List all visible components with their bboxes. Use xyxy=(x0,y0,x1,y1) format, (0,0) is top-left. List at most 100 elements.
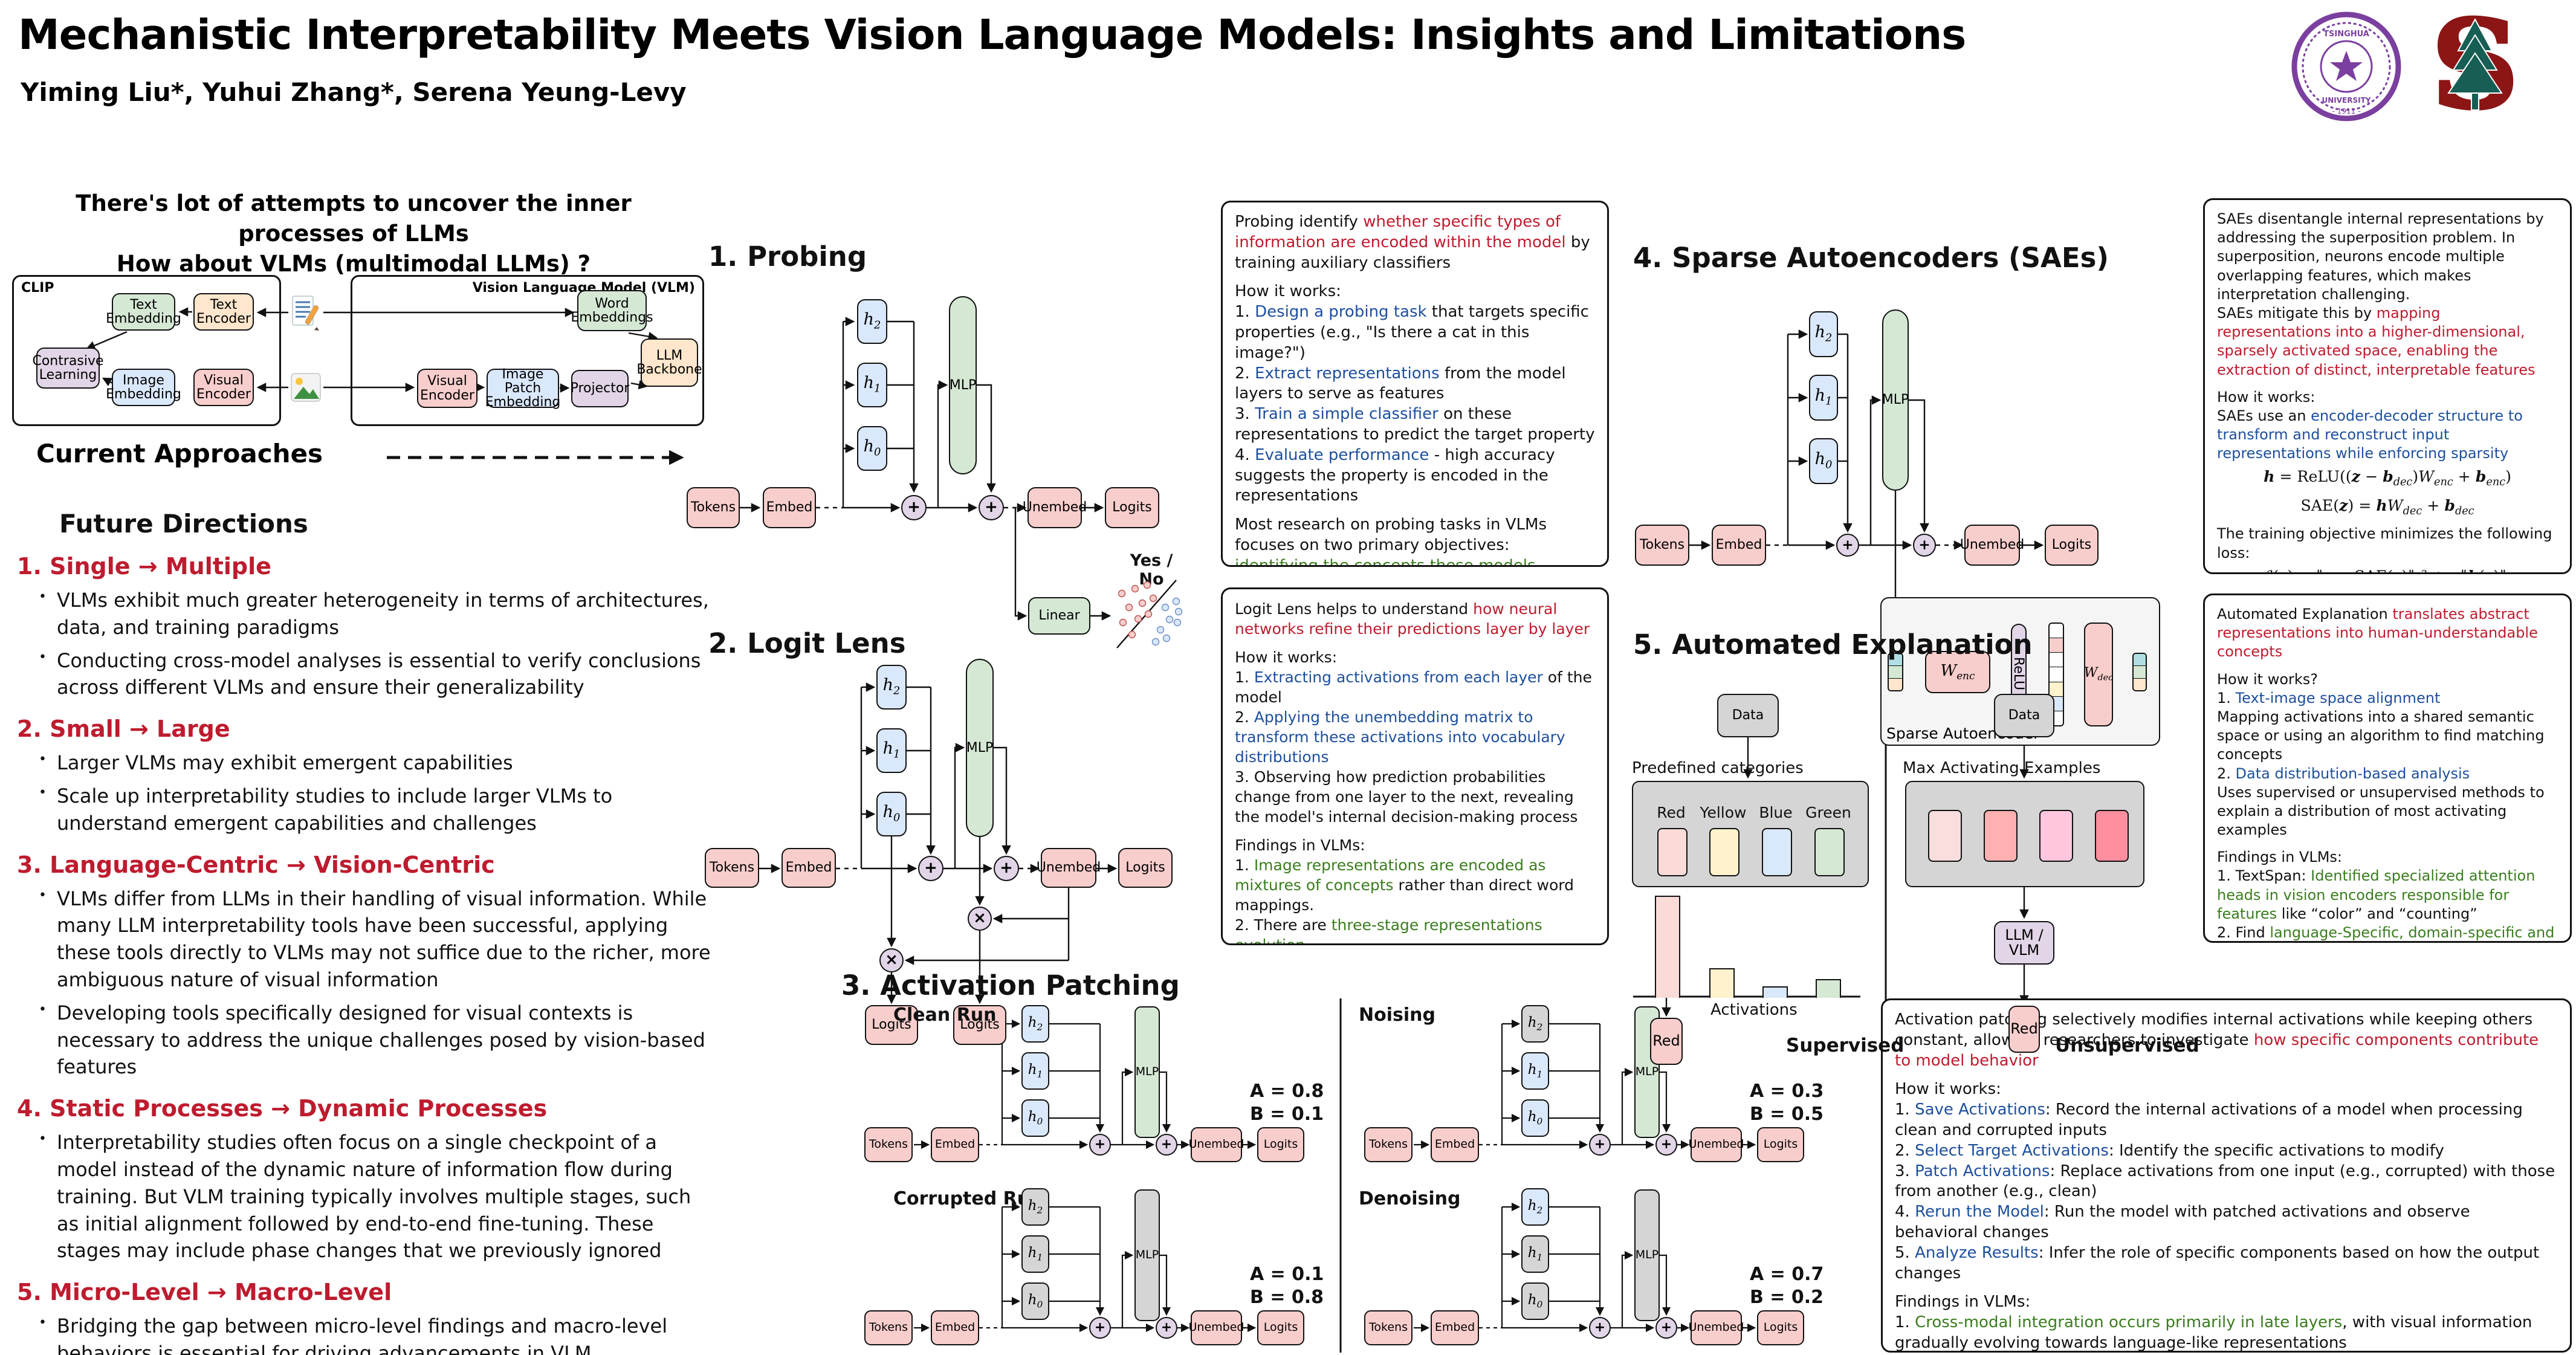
probing-add-2: + xyxy=(979,495,1004,520)
logitlens-findings: Findings in VLMs: 1. Image representatio… xyxy=(1235,836,1574,945)
auto-data-right-box: Data xyxy=(1994,694,2054,737)
actpatch-intro: Activation patching selectively modifies… xyxy=(1895,1011,2544,1070)
activation-bar-yellow xyxy=(1709,968,1735,998)
corrupted-prob-b: B = 0.8 xyxy=(1250,1287,1324,1308)
logitlens-tokens-box: Tokens xyxy=(705,848,759,888)
future-item-2-bullet-1: Larger VLMs may exhibit emergent capabil… xyxy=(39,749,712,777)
auto-data-left-box: Data xyxy=(1717,694,1779,737)
current-approaches-label: Current Approaches xyxy=(36,439,323,468)
llm-vlm-box: LLM / VLM xyxy=(1994,921,2054,965)
probing-h0-box: h0 xyxy=(857,426,887,471)
probing-logits-box: Logits xyxy=(1105,487,1159,528)
vlm-llm-backbone-box: LLM Backbone xyxy=(636,338,702,387)
supervised-label: Supervised xyxy=(1786,1035,1904,1056)
actpatch-findings: Findings in VLMs: 1. Cross-modal integra… xyxy=(1895,1293,2532,1352)
clean-logits-box: Logits xyxy=(1257,1127,1304,1162)
clean-unembed-box: Unembed xyxy=(1189,1127,1244,1162)
logitlens-logits-early-box: Logits xyxy=(865,1005,918,1045)
noising-h1-box: h1 xyxy=(1521,1052,1549,1090)
sae-w-enc-box: Wenc xyxy=(1925,651,1990,693)
unsupervised-label: Unsupervised xyxy=(2055,1035,2199,1056)
denoising-h2-box: h2 xyxy=(1521,1188,1549,1226)
corrupted-prob-a: A = 0.1 xyxy=(1250,1264,1324,1285)
sae-input-vector xyxy=(1888,653,1903,691)
vlm-visual-encoder-box: Visual Encoder xyxy=(417,369,477,408)
sae-add-2: + xyxy=(1913,534,1936,557)
clip-vlm-arrows xyxy=(85,307,658,393)
future-item-5-title: 5. Micro-Level → Macro-Level xyxy=(17,1279,392,1306)
probing-unembed-box: Unembed xyxy=(1023,487,1087,528)
sae-output-vector xyxy=(2132,653,2147,691)
auto-intro: Automated Explanation translates abstrac… xyxy=(2217,606,2543,661)
logitlens-h0-box: h0 xyxy=(876,792,907,836)
sae-explanation-box: SAEs disentangle internal representation… xyxy=(2203,198,2572,574)
cat-yellow-label: Yellow xyxy=(1700,804,1747,821)
section-title-probing: 1. Probing xyxy=(708,241,867,273)
probing-tokens-box: Tokens xyxy=(687,487,740,528)
noising-logits-box: Logits xyxy=(1757,1127,1804,1162)
future-directions: Future Directions 1. Single → Multiple V… xyxy=(17,509,712,1355)
section-title-sae: 4. Sparse Autoencoders (SAEs) xyxy=(1633,242,2109,274)
probing-yes-no-label: Yes / No xyxy=(1130,551,1173,589)
clean-embed-box: Embed xyxy=(931,1127,979,1162)
sae-h1-box: h1 xyxy=(1809,375,1838,421)
cat-green-label: Green xyxy=(1805,804,1851,821)
logitlens-multiply-2: × xyxy=(879,948,904,972)
cat-blue-swatch xyxy=(1762,828,1792,876)
future-item-4-title: 4. Static Processes → Dynamic Processes xyxy=(17,1095,548,1122)
corrupted-add-2: + xyxy=(1156,1317,1177,1339)
clean-h2-box: h2 xyxy=(1021,1005,1049,1043)
logitlens-add-2: + xyxy=(994,856,1019,881)
vlm-image-patch-embedding-box: Image Patch Embedding xyxy=(485,366,561,410)
patch-denoising-lines xyxy=(1414,1202,1756,1333)
denoising-prob-b: B = 0.2 xyxy=(1750,1287,1824,1308)
logitlens-unembed-box: Unembed xyxy=(1037,848,1101,888)
auto-red-output-right: Red xyxy=(2008,1006,2040,1053)
cat-yellow-swatch xyxy=(1709,828,1739,876)
noising-embed-box: Embed xyxy=(1431,1127,1479,1162)
logitlens-logits-mid-box: Logits xyxy=(953,1005,1006,1045)
future-item-3-bullet-1: VLMs differ from LLMs in their handling … xyxy=(39,885,712,994)
probing-h2-box: h2 xyxy=(857,299,887,344)
noising-add-1: + xyxy=(1589,1134,1611,1156)
intro-line-2: How about VLMs (multimodal LLMs) ? xyxy=(116,250,591,277)
probing-explanation-box: Probing identify whether specific types … xyxy=(1221,201,1609,567)
cat-red-swatch xyxy=(1657,828,1688,876)
noising-h0-box: h0 xyxy=(1521,1099,1549,1137)
denoising-mlp-capsule: MLP xyxy=(1634,1189,1660,1321)
sae-logits-box: Logits xyxy=(2045,525,2099,566)
sae-how-it-works: How it works: SAEs use an encoder-decode… xyxy=(2217,388,2528,462)
noising-prob-a: A = 0.3 xyxy=(1750,1081,1824,1102)
denoising-h0-box: h0 xyxy=(1521,1282,1549,1320)
probing-linear-box: Linear xyxy=(1028,597,1090,635)
cat-red-label: Red xyxy=(1657,804,1686,821)
sae-w-dec-box: Wdec xyxy=(2084,623,2113,726)
cat-green-swatch xyxy=(1814,828,1845,876)
tsinghua-seal-icon: TSINGHUA UNIVERSITY - 1911 - xyxy=(2291,11,2401,121)
clean-prob-a: A = 0.8 xyxy=(1250,1081,1324,1102)
auto-explanation-box: Automated Explanation translates abstrac… xyxy=(2203,593,2572,943)
svg-text:TSINGHUA: TSINGHUA xyxy=(2323,30,2369,39)
activation-bar-green xyxy=(1816,979,1841,998)
max-activating-examples-label: Max Activating Examples xyxy=(1903,759,2101,777)
clean-run-label: Clean Run xyxy=(893,1004,997,1026)
clean-h1-box: h1 xyxy=(1021,1052,1049,1090)
clean-tokens-box: Tokens xyxy=(864,1127,913,1162)
clip-image-embedding-box: Image Embedding xyxy=(106,369,181,406)
actpatch-how-it-works: How it works: 1. Save Activations: Recor… xyxy=(1895,1080,2555,1282)
logitlens-h1-box: h1 xyxy=(876,728,907,773)
future-item-1-bullet-2: Conducting cross-model analyses is essen… xyxy=(39,647,712,702)
sae-intro: SAEs disentangle internal representation… xyxy=(2217,210,2544,378)
clean-add-1: + xyxy=(1089,1134,1111,1156)
future-item-1-bullet-1: VLMs exhibit much greater heterogeneity … xyxy=(39,587,712,641)
clean-prob-b: B = 0.1 xyxy=(1250,1104,1324,1125)
future-item-4-bullet-1: Interpretability studies often focus on … xyxy=(39,1129,712,1264)
denoising-tokens-box: Tokens xyxy=(1364,1310,1413,1345)
logitlens-multiply-1: × xyxy=(968,907,992,931)
probing-lines xyxy=(740,317,1112,621)
predefined-categories-label: Predefined categories xyxy=(1632,759,1804,777)
svg-text:UNIVERSITY: UNIVERSITY xyxy=(2322,96,2371,105)
corrupted-mlp-capsule: MLP xyxy=(1134,1189,1160,1321)
image-icon xyxy=(289,370,323,407)
